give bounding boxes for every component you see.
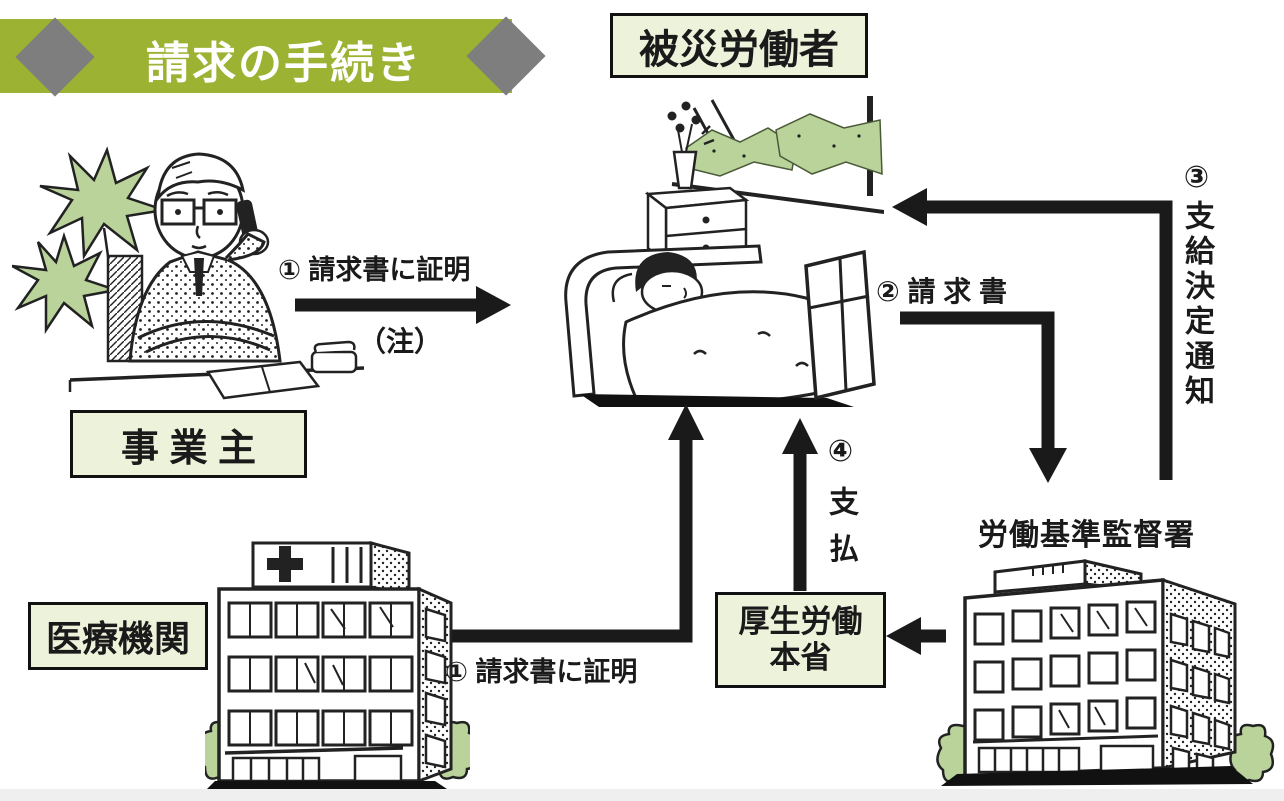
bed-shadow [580,394,854,407]
worker-label-box: 被災労働者 [610,13,868,78]
employer-label: 事 業 主 [120,427,257,470]
labor-office-label: 労働基準監督署 [978,519,1195,552]
labor-office-illustration [936,559,1275,786]
arrowhead-left-icon [886,617,921,655]
bottom-strip [0,789,1284,801]
plant-icon [12,231,121,335]
hospital-illustration [205,541,470,789]
office-windows [973,600,1157,742]
vase-icon [672,150,698,190]
ministry-label-line1: 厚生労働 [738,604,863,640]
flowers-icon [667,101,701,133]
ministry-label-box: 厚生労働 本省 [715,592,886,688]
arrow1-label: ① 請求書に証明 [278,255,471,285]
medical-label-box: 医療機関 [28,602,208,670]
arrowhead-left-icon [892,188,927,226]
arrow1-note: （注） [358,326,443,357]
worker-label: 被災労働者 [639,27,839,72]
plant-icon [39,146,165,261]
arrow-office-to-worker [926,200,1173,480]
glasses-icon [160,198,196,226]
medical-label: 医療機関 [45,618,190,659]
arrow3-label: ③支給決定通知 [1180,160,1213,410]
arrow-worker-to-office [900,311,1055,450]
employer-illustration [12,146,364,400]
ministry-label-line2: 本省 [769,640,832,675]
medical-cross-icon [267,546,303,582]
arrowhead-right-icon [476,286,511,324]
footboard [804,249,876,401]
telephone-icon [310,350,358,374]
page-title: 請求の手続き [146,39,422,88]
hospital-entrance [231,754,403,783]
patient-bed-illustration [564,96,884,407]
foliage [775,113,883,176]
arrow2-label: ② 請 求 書 [876,276,1008,307]
arrow4-label: ④支払 [824,434,857,580]
headboard [564,244,763,398]
ground-shadow [207,781,447,789]
arrow-medical-to-worker [452,440,693,643]
arrow5-label: ① 請求書に証明 [445,657,638,687]
employer-label-box: 事 業 主 [70,410,307,478]
paper-icon [205,360,321,400]
arrowhead-up-icon [782,418,818,454]
arrowhead-down-icon [1029,448,1067,483]
arrowhead-up-icon [668,404,704,440]
office-entrance [977,744,1215,778]
ground-shadow [941,766,1253,786]
